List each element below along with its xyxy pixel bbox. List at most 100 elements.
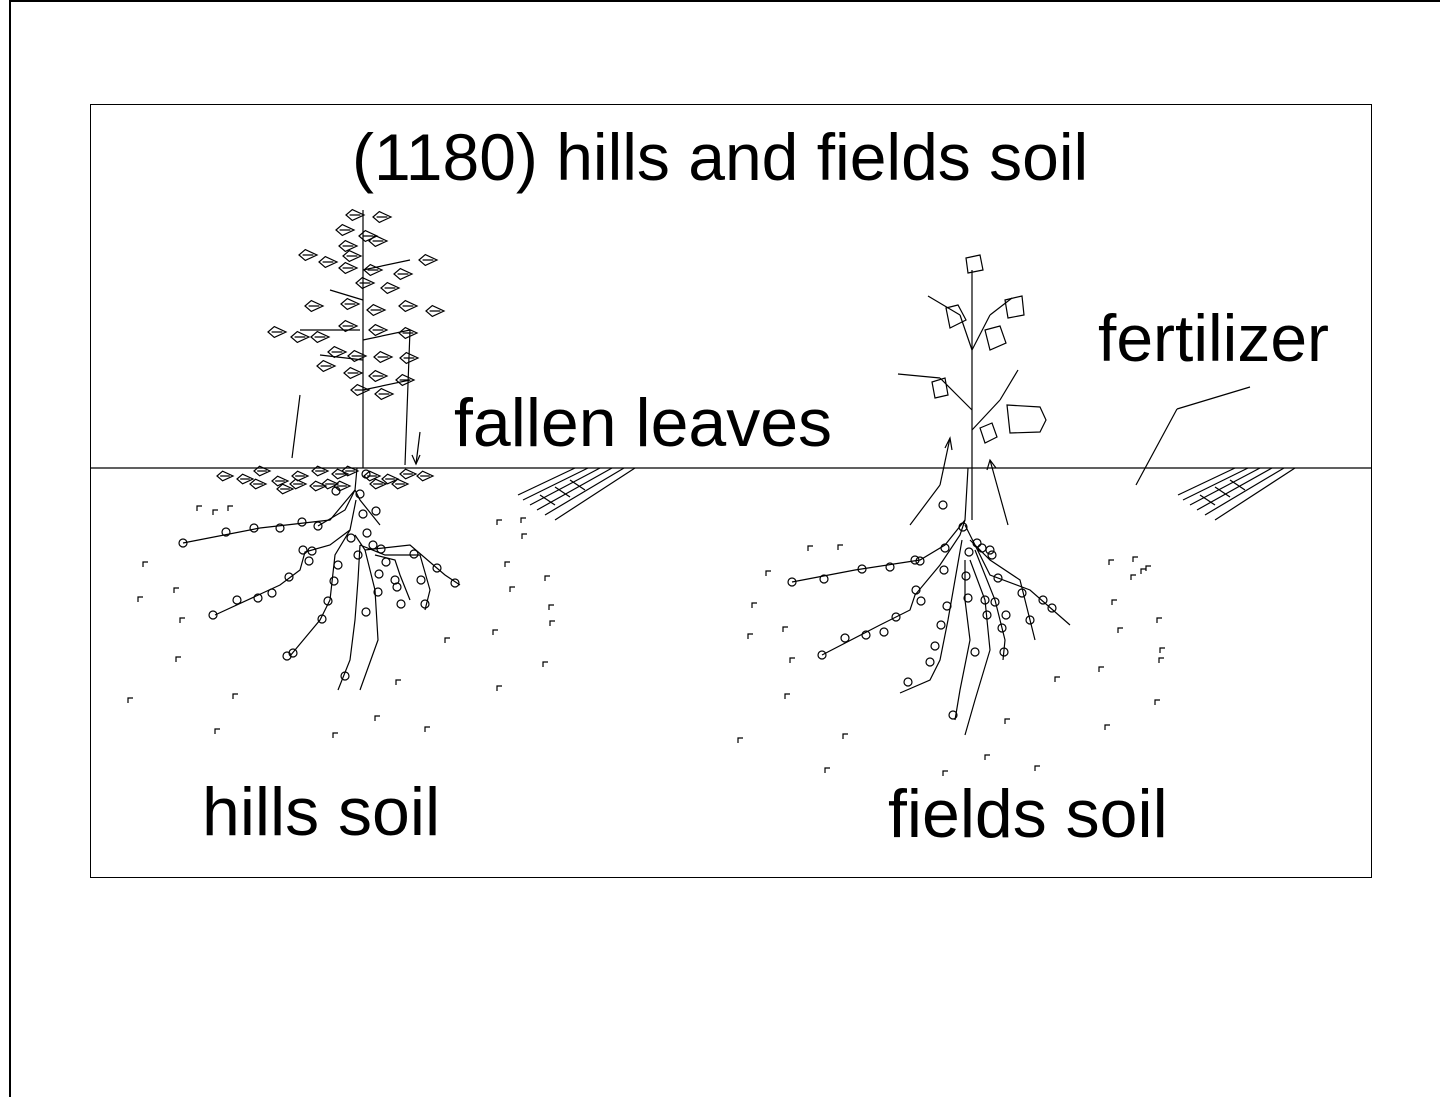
- root-nodule: [375, 570, 383, 578]
- soil-particle: [510, 587, 515, 592]
- soil-particle: [1109, 560, 1114, 565]
- fallen-leaf: [364, 471, 380, 481]
- soil-particle: [825, 768, 830, 773]
- soil-particle: [1159, 658, 1164, 663]
- soil-particle: [176, 657, 181, 662]
- root-nodule: [233, 596, 241, 604]
- soil-particle: [233, 694, 238, 699]
- root-nodule: [1048, 604, 1056, 612]
- fields-root-nodules: [788, 501, 1056, 719]
- leaf: [305, 301, 323, 312]
- soil-particle: [143, 562, 148, 567]
- soil-particle: [215, 729, 220, 734]
- soil-particle: [985, 755, 990, 760]
- soil-particle: [197, 506, 202, 511]
- leaf: [339, 263, 357, 274]
- root-nodule: [354, 551, 362, 559]
- hills-tree: [292, 210, 420, 468]
- root-nodule: [397, 600, 405, 608]
- leaf: [346, 210, 364, 221]
- soil-particle: [1157, 618, 1162, 623]
- hills-tree-leaves: [268, 210, 444, 400]
- soil-particle: [1141, 569, 1146, 574]
- soil-particle: [752, 603, 757, 608]
- fields-leaf: [985, 326, 1006, 350]
- label-fertilizer: fertilizer: [1098, 305, 1329, 371]
- leaf: [319, 257, 337, 268]
- fields-leaf: [932, 378, 948, 398]
- soil-particle: [493, 630, 498, 635]
- soil-particle: [1099, 667, 1104, 672]
- fields-leaf: [1007, 405, 1046, 433]
- fallen-leaf: [382, 474, 398, 484]
- leaf: [400, 353, 418, 364]
- fertilizer-arrow-left: [910, 485, 940, 525]
- soil-particle: [497, 520, 502, 525]
- root-nodule: [880, 628, 888, 636]
- soil-particle: [808, 546, 813, 551]
- leaf: [344, 368, 362, 379]
- hills-roots: [183, 468, 460, 690]
- fields-soil-hatch: [1178, 468, 1295, 520]
- root-nodule: [971, 648, 979, 656]
- root-nodule: [285, 573, 293, 581]
- fields-plant: [898, 255, 1250, 525]
- root-nodule: [943, 602, 951, 610]
- soil-particle: [549, 605, 554, 610]
- root-nodule: [1039, 596, 1047, 604]
- fallen-leaf: [250, 479, 266, 489]
- leaf: [369, 371, 387, 382]
- soil-particle: [497, 686, 502, 691]
- root-nodule: [330, 577, 338, 585]
- root-nodule: [926, 658, 934, 666]
- hills-root-nodules: [179, 470, 459, 680]
- root-nodule: [939, 501, 947, 509]
- soil-particle: [425, 727, 430, 732]
- root-nodule: [937, 621, 945, 629]
- leaf: [268, 327, 286, 338]
- soil-particle: [445, 638, 450, 643]
- root-nodule: [299, 546, 307, 554]
- root-nodule: [410, 550, 418, 558]
- leaf: [291, 332, 309, 343]
- leaf: [419, 255, 437, 266]
- fertilizer-pointer: [1136, 409, 1177, 485]
- leaf: [374, 352, 392, 363]
- leaf: [375, 389, 393, 400]
- fallen-leaf: [400, 469, 416, 479]
- soil-particle: [838, 545, 843, 550]
- leaf: [317, 361, 335, 372]
- soil-particle: [748, 634, 753, 639]
- soil-particle: [1118, 628, 1123, 633]
- soil-particle: [545, 576, 550, 581]
- soil-particle: [1131, 575, 1136, 580]
- soil-particle: [766, 571, 771, 576]
- fallen-leaf: [290, 479, 306, 489]
- soil-particle: [738, 738, 743, 743]
- soil-particle: [213, 510, 218, 515]
- root-nodule: [305, 557, 313, 565]
- leaf: [399, 301, 417, 312]
- soil-particle: [843, 734, 848, 739]
- root-nodule: [363, 529, 371, 537]
- hills-fallen-leaves: [217, 466, 433, 494]
- label-fallen-leaves: fallen leaves: [454, 389, 832, 457]
- fallen-leaf: [417, 471, 433, 481]
- soil-particle: [790, 658, 795, 663]
- leaf: [369, 236, 387, 247]
- root-nodule: [931, 642, 939, 650]
- soil-particle: [333, 733, 338, 738]
- leaf: [396, 375, 414, 386]
- root-nodule: [369, 541, 377, 549]
- soil-particle: [228, 506, 233, 511]
- leaf: [341, 299, 359, 310]
- leaf: [336, 225, 354, 236]
- soil-particle: [375, 716, 380, 721]
- leaf: [351, 385, 369, 396]
- root-nodule: [362, 608, 370, 616]
- leaf: [299, 250, 317, 261]
- root-nodule: [904, 678, 912, 686]
- soil-particle: [522, 534, 527, 539]
- leaf: [367, 305, 385, 316]
- root-nodule: [1002, 611, 1010, 619]
